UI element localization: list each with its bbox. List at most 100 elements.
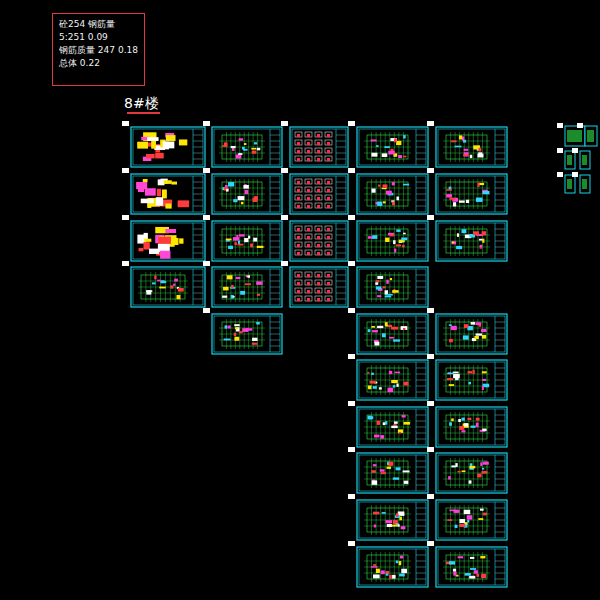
sheet-stroke [336, 229, 346, 230]
drawing-sheet [348, 308, 428, 354]
plan-detail [152, 282, 156, 284]
detail-block [165, 229, 176, 233]
sheet-stroke [416, 368, 426, 369]
plan-detail [368, 236, 373, 239]
sheet-tag [427, 215, 434, 220]
sheet-tag [122, 168, 129, 173]
plan-detail [403, 156, 406, 158]
sheet-stroke [359, 409, 426, 445]
section-mark [297, 181, 300, 184]
section-cell [295, 250, 302, 255]
drawing-sheet [348, 354, 428, 400]
sheet-stroke [359, 455, 426, 491]
plan-detail [257, 294, 260, 296]
sheet-stroke [416, 194, 426, 195]
section-mark [307, 290, 310, 293]
sheet-stroke [443, 247, 490, 248]
plan-detail [467, 371, 471, 373]
drawing-sheet [281, 121, 348, 167]
plan-detail [374, 342, 379, 346]
plan-detail [396, 513, 399, 517]
plan-detail [373, 564, 376, 566]
plan-detail [238, 196, 245, 200]
plan-detail [396, 383, 398, 386]
section-cell [305, 156, 312, 161]
section-cell [315, 272, 322, 277]
sheet-stroke [416, 508, 426, 509]
sheet-stroke [270, 135, 280, 136]
drawing-sheet [348, 447, 428, 493]
sheet-tag [572, 148, 578, 153]
sheet-stroke [357, 547, 428, 587]
detail-block [156, 197, 163, 206]
plan-detail [372, 480, 378, 484]
section-mark [327, 228, 330, 231]
section-mark [297, 134, 300, 137]
plan-detail [464, 152, 469, 156]
plan-detail [382, 512, 386, 514]
plan-detail [403, 422, 410, 425]
plan-detail [449, 384, 454, 386]
plan-detail [396, 230, 400, 232]
sheet-stroke [443, 374, 490, 375]
plan-detail [380, 435, 384, 439]
section-cell [295, 242, 302, 247]
section-cell [295, 203, 302, 208]
sheet-stroke [133, 176, 203, 212]
plan-detail [477, 154, 483, 158]
plan-detail [234, 324, 239, 326]
plan-detail [481, 471, 487, 474]
drawing-sheet [427, 308, 507, 354]
plan-detail [481, 574, 486, 578]
sheet-tag [281, 261, 288, 266]
sheet-stroke [495, 368, 505, 369]
detail-block [137, 142, 148, 149]
sheet-stroke [292, 176, 346, 212]
plan-detail [401, 326, 408, 330]
plan-detail [451, 418, 454, 421]
section-cell [305, 272, 312, 277]
section-mark [317, 181, 320, 184]
detail-block [162, 189, 167, 198]
sheet-stroke [364, 561, 411, 562]
plan-detail [451, 241, 456, 244]
plan-detail [403, 135, 405, 138]
sheet-stroke [336, 188, 346, 189]
sheet-stroke [416, 287, 426, 288]
section-cell [305, 288, 312, 293]
sheet-stroke [359, 362, 426, 398]
section-cell [295, 280, 302, 285]
plan-detail [469, 576, 475, 579]
sheet-tag [427, 354, 434, 359]
sheet-stroke [416, 374, 426, 375]
plan-detail [376, 569, 380, 573]
section-cell [295, 156, 302, 161]
section-cell [295, 296, 302, 301]
detail-block [179, 238, 183, 243]
plan-detail [385, 520, 392, 523]
plan-detail [396, 244, 401, 246]
section-mark [307, 282, 310, 285]
plan-detail [401, 569, 407, 573]
section-cell [295, 195, 302, 200]
section-cell [295, 226, 302, 231]
sheet-stroke [292, 129, 346, 165]
plan-detail [398, 429, 403, 433]
plan-detail [231, 285, 233, 288]
sheet-stroke [214, 269, 280, 305]
plan-detail [386, 571, 389, 575]
sheet-stroke [357, 267, 428, 307]
section-cell [305, 140, 312, 145]
plan-detail [377, 202, 382, 206]
detail-block [163, 141, 175, 148]
plan-detail [376, 145, 378, 147]
plan-detail [227, 326, 230, 329]
sheet-stroke [193, 275, 203, 276]
plan-detail [374, 525, 376, 528]
sheet-stroke [416, 427, 426, 428]
sheet-stroke [443, 334, 490, 335]
plan-detail [382, 333, 386, 337]
sheet-stroke [131, 221, 205, 261]
sheet-stroke [214, 223, 280, 259]
section-cell [295, 234, 302, 239]
